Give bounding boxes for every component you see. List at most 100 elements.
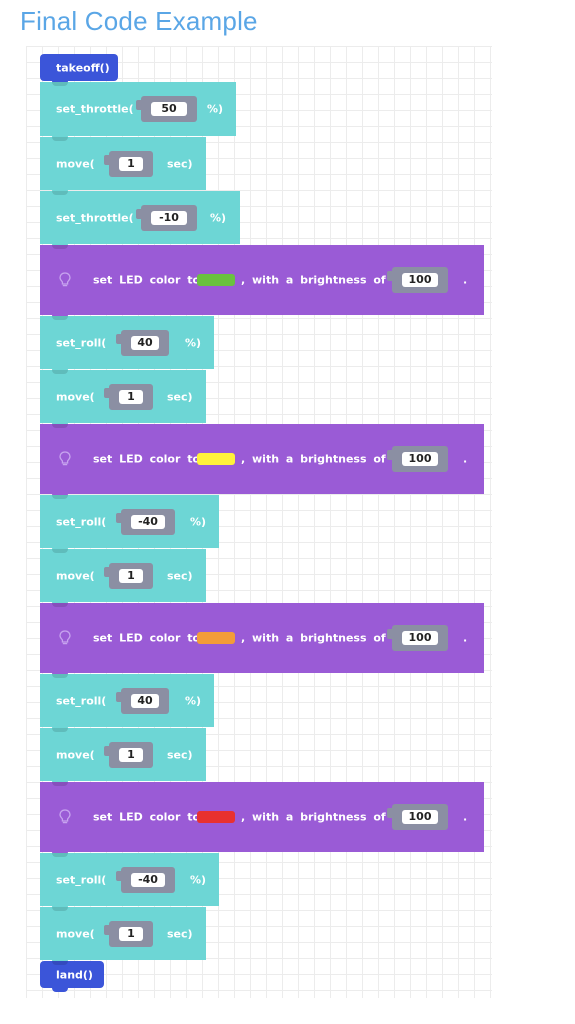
move-value[interactable]: 1: [119, 389, 143, 404]
set-led-color-block[interactable]: set LED color to , with a brightness of …: [40, 245, 484, 319]
move-block[interactable]: move( 1 sec): [40, 549, 206, 606]
set-throttle-block[interactable]: set_throttle( 50 %): [40, 82, 236, 140]
led-end-label: .: [463, 452, 468, 466]
block-notch: [52, 424, 68, 428]
led-color-picker[interactable]: [197, 811, 235, 823]
set-throttle-label: set_throttle(: [56, 102, 134, 116]
block-notch: [52, 316, 68, 320]
lightbulb-icon: [59, 630, 71, 645]
brightness-value-socket[interactable]: 100: [387, 267, 448, 293]
roll-value[interactable]: 40: [131, 693, 159, 708]
led-color-picker[interactable]: [197, 274, 235, 286]
brightness-value-socket[interactable]: 100: [387, 625, 448, 651]
lightbulb-icon: [59, 809, 71, 824]
move-block[interactable]: move( 1 sec): [40, 728, 206, 785]
led-prefix-label: set LED color to: [93, 273, 201, 287]
lightbulb-icon: [59, 451, 71, 466]
move-label: move(: [56, 157, 95, 170]
throttle-value[interactable]: -10: [151, 210, 187, 225]
throttle-value[interactable]: 50: [151, 102, 187, 116]
brightness-value[interactable]: 100: [402, 810, 438, 824]
led-end-label: .: [463, 273, 468, 287]
sec-label: sec): [167, 748, 193, 761]
led-prefix-label: set LED color to: [93, 452, 201, 466]
block-notch: [52, 82, 68, 86]
led-prefix-label: set LED color to: [93, 810, 201, 824]
roll-value-socket[interactable]: -40: [116, 508, 175, 535]
block-notch: [52, 495, 68, 499]
move-label: move(: [56, 569, 95, 582]
block-notch: [52, 782, 68, 786]
set-roll-block[interactable]: set_roll( -40 %): [40, 853, 219, 910]
roll-value[interactable]: 40: [131, 335, 159, 350]
move-value-socket[interactable]: 1: [104, 741, 153, 768]
roll-value[interactable]: -40: [131, 514, 165, 529]
move-value-socket[interactable]: 1: [104, 920, 153, 947]
move-value-socket[interactable]: 1: [104, 383, 153, 410]
move-value[interactable]: 1: [119, 926, 143, 941]
brightness-value[interactable]: 100: [402, 452, 438, 466]
roll-value-socket[interactable]: -40: [116, 866, 175, 893]
brightness-value-socket[interactable]: 100: [387, 446, 448, 472]
set-led-color-block[interactable]: set LED color to , with a brightness of …: [40, 603, 484, 677]
set-led-color-block[interactable]: set LED color to , with a brightness of …: [40, 782, 484, 856]
brightness-value-socket[interactable]: 100: [387, 804, 448, 830]
set-roll-label: set_roll(: [56, 515, 107, 528]
land-block[interactable]: land(): [40, 961, 104, 992]
roll-value[interactable]: -40: [131, 872, 165, 887]
sec-label: sec): [167, 390, 193, 403]
block-notch: [52, 853, 68, 857]
block-notch: [52, 674, 68, 678]
move-block[interactable]: move( 1 sec): [40, 907, 206, 964]
block-notch: [52, 961, 68, 965]
page-title: Final Code Example: [20, 6, 258, 36]
percent-label: %): [185, 694, 202, 707]
brightness-value[interactable]: 100: [402, 631, 438, 645]
led-middle-label: , with a brightness of: [241, 631, 386, 645]
move-value[interactable]: 1: [119, 747, 143, 762]
throttle-value-socket[interactable]: -10: [136, 204, 197, 231]
led-color-picker[interactable]: [197, 632, 235, 644]
led-middle-label: , with a brightness of: [241, 452, 386, 466]
sec-label: sec): [167, 157, 193, 170]
block-notch: [52, 549, 68, 553]
land-label: land(): [56, 968, 93, 981]
set-roll-block[interactable]: set_roll( 40 %): [40, 316, 214, 373]
move-block[interactable]: move( 1 sec): [40, 370, 206, 427]
set-roll-label: set_roll(: [56, 873, 107, 886]
led-end-label: .: [463, 631, 468, 645]
brightness-value[interactable]: 100: [402, 273, 438, 287]
set-roll-block[interactable]: set_roll( 40 %): [40, 674, 214, 731]
takeoff-label: takeoff(): [56, 61, 110, 74]
block-notch: [52, 907, 68, 911]
percent-label: %): [210, 211, 227, 224]
move-label: move(: [56, 927, 95, 940]
move-value[interactable]: 1: [119, 568, 143, 583]
set-roll-block[interactable]: set_roll( -40 %): [40, 495, 219, 552]
throttle-value-socket[interactable]: 50: [136, 96, 197, 122]
block-notch: [52, 137, 68, 141]
block-notch: [52, 191, 68, 195]
sec-label: sec): [167, 569, 193, 582]
percent-label: %): [207, 102, 224, 116]
set-led-color-block[interactable]: set LED color to , with a brightness of …: [40, 424, 484, 498]
led-middle-label: , with a brightness of: [241, 810, 386, 824]
set-roll-label: set_roll(: [56, 336, 107, 349]
block-notch: [52, 245, 68, 249]
block-notch: [52, 603, 68, 607]
move-value[interactable]: 1: [119, 156, 143, 171]
move-value-socket[interactable]: 1: [104, 150, 153, 177]
led-color-picker[interactable]: [197, 453, 235, 465]
led-prefix-label: set LED color to: [93, 631, 201, 645]
move-label: move(: [56, 390, 95, 403]
move-label: move(: [56, 748, 95, 761]
roll-value-socket[interactable]: 40: [116, 329, 169, 356]
block-notch: [52, 728, 68, 732]
roll-value-socket[interactable]: 40: [116, 687, 169, 714]
move-value-socket[interactable]: 1: [104, 562, 153, 589]
set-roll-label: set_roll(: [56, 694, 107, 707]
takeoff-block[interactable]: takeoff(): [40, 54, 118, 85]
percent-label: %): [190, 873, 207, 886]
move-block[interactable]: move( 1 sec): [40, 137, 206, 194]
set-throttle-block[interactable]: set_throttle( -10 %): [40, 191, 240, 248]
